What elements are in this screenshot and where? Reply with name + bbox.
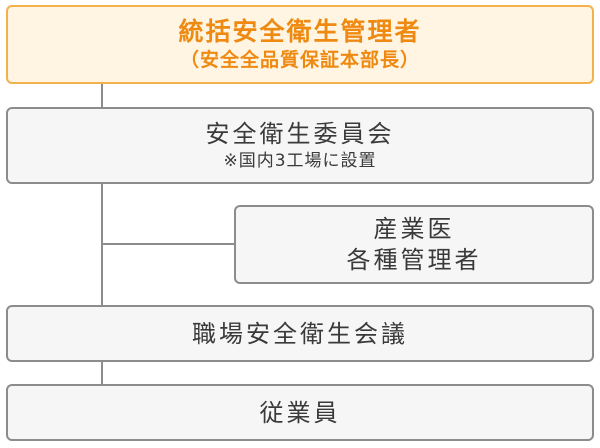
managers-label: 各種管理者 xyxy=(346,245,482,274)
general-safety-manager-title: 統括安全衛生管理者 xyxy=(178,16,422,46)
workplace-safety-meeting-title: 職場安全衛生会議 xyxy=(192,319,408,348)
general-safety-manager-subtitle: （安全全品質保証本部長） xyxy=(179,48,420,71)
workplace-safety-meeting-box: 職場安全衛生会議 xyxy=(6,305,594,362)
safety-health-committee-title: 安全衛生委員会 xyxy=(205,119,395,148)
safety-health-committee-box: 安全衛生委員会 ※国内3工場に設置 xyxy=(6,107,594,184)
connector-top-to-committee xyxy=(101,84,103,107)
employees-box: 従業員 xyxy=(6,384,594,441)
industrial-doctor-box: 産業医 各種管理者 xyxy=(234,205,594,284)
industrial-doctor-label: 産業医 xyxy=(373,214,455,243)
employees-title: 従業員 xyxy=(259,398,341,427)
connector-branch-doctor xyxy=(101,243,234,245)
safety-health-committee-note: ※国内3工場に設置 xyxy=(223,150,377,171)
connector-meeting-to-staff xyxy=(101,362,103,384)
general-safety-manager-box: 統括安全衛生管理者 （安全全品質保証本部長） xyxy=(6,5,594,84)
